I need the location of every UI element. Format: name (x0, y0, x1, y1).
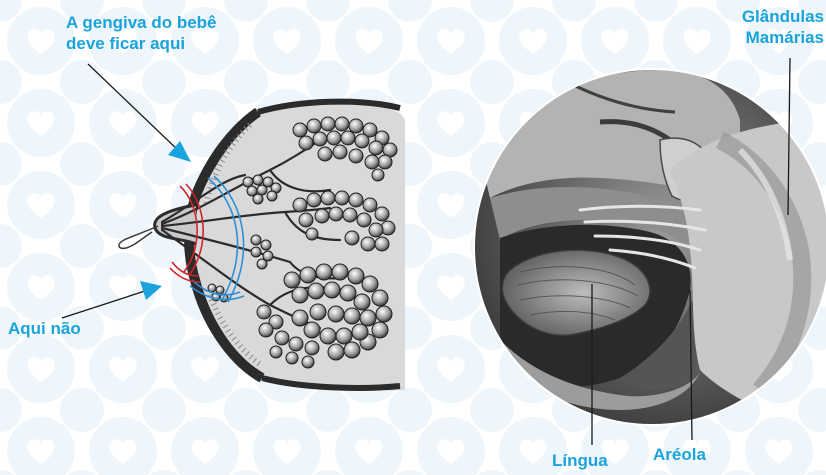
breast-cross-section (62, 64, 405, 391)
latch-detail-circle (474, 58, 826, 445)
mammary-glands-label: Glândulas Mamárias (712, 6, 824, 48)
gum-arrow (88, 64, 191, 162)
gum-position-label: A gengiva do bebê deve ficar aqui (66, 12, 256, 54)
areola-label: Aréola (653, 444, 706, 465)
wrong-position-label: Aqui não (8, 318, 81, 339)
tongue-label: Língua (552, 450, 608, 471)
not-here-arrow (62, 281, 162, 318)
